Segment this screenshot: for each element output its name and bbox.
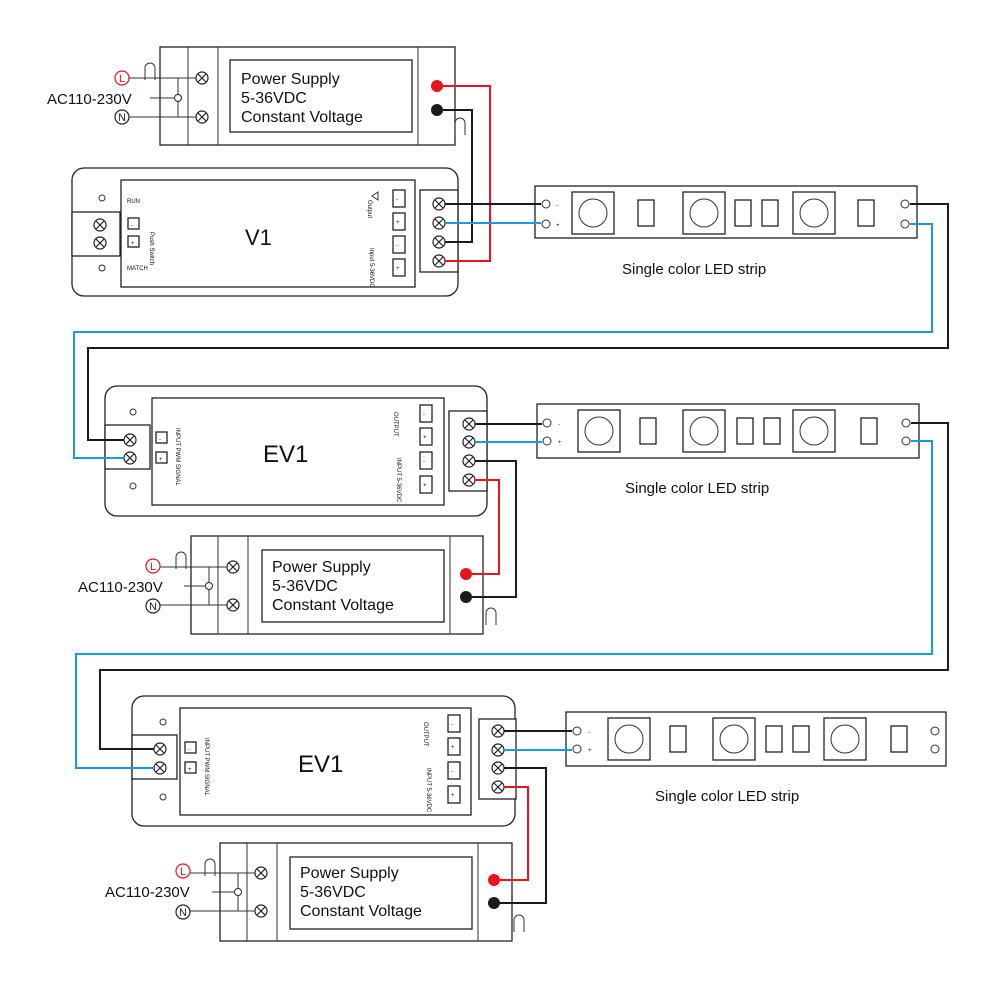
- blue-wire: [75, 440, 933, 769]
- v1-output-minus: -: [396, 197, 398, 203]
- ev1-output-label: OUTPUT: [422, 722, 428, 747]
- ev1-controller-2: - + INPUT PWM SIGNAL EV1 - + - + OUTPUT …: [131, 695, 517, 827]
- ac-input-1: L N AC110-230V: [47, 70, 196, 125]
- black-wire: [472, 460, 517, 598]
- power-supply-type: Constant Voltage: [300, 903, 422, 920]
- live-terminal-icon: [145, 558, 161, 574]
- live-label: L: [180, 866, 186, 878]
- ev1-input-plus: +: [159, 457, 163, 463]
- strip-minus: -: [556, 203, 558, 209]
- v1-input-plus: +: [396, 266, 400, 272]
- neutral-terminal-icon: [145, 598, 161, 614]
- negative-output-dot: [460, 591, 472, 603]
- neutral-label: N: [118, 112, 126, 124]
- ac-input-2: L N AC110-230V: [78, 558, 227, 614]
- led-strip-2: - + Single color LED strip: [536, 403, 920, 497]
- ev1-input-label: INPUT 5-36VDC: [395, 458, 401, 503]
- live-terminal-icon: [175, 863, 191, 879]
- ev1-output-label: OUTPUT: [392, 412, 398, 437]
- black-wire: [443, 109, 473, 243]
- ac-voltage-label: AC110-230V: [47, 91, 132, 108]
- positive-output-dot: [488, 874, 500, 886]
- led-strip-3: - + Single color LED strip: [565, 711, 947, 805]
- red-wire: [472, 479, 500, 575]
- neutral-label: N: [149, 601, 157, 613]
- black-wire: [99, 422, 949, 750]
- ev1-controller-1: - + INPUT PWM SIGNAL EV1 - + - + OUTPUT …: [104, 385, 488, 517]
- neutral-terminal-icon: [175, 904, 191, 920]
- live-label: L: [150, 561, 156, 573]
- negative-output-dot: [488, 897, 500, 909]
- ac-input-3: L N AC110-230V: [105, 863, 255, 920]
- ev1-name: EV1: [298, 751, 343, 778]
- led-strip-1: - + Single color LED strip: [534, 185, 918, 278]
- power-supply-voltage: 5-36VDC: [241, 90, 307, 107]
- run-label: RUN: [127, 199, 140, 205]
- negative-output-dot: [431, 104, 443, 116]
- wiring: [73, 85, 949, 904]
- positive-output-dot: [431, 80, 443, 92]
- blue-wire: [73, 223, 933, 459]
- ev1-out-plus: +: [451, 745, 455, 751]
- ev1-out-minus: -: [451, 722, 453, 728]
- svg-text:+: +: [131, 241, 135, 247]
- strip-minus: -: [588, 730, 590, 736]
- ev1-out-plus: +: [423, 435, 427, 441]
- neutral-label: N: [179, 907, 187, 919]
- led-strip-label: Single color LED strip: [655, 788, 799, 805]
- ev1-out-minus: -: [423, 412, 425, 418]
- ev1-input-plus: +: [188, 767, 192, 773]
- ev1-name: EV1: [263, 441, 308, 468]
- positive-output-dot: [460, 568, 472, 580]
- screw-terminal: [195, 71, 209, 85]
- power-supply-type: Constant Voltage: [241, 109, 363, 126]
- power-supply-title: Power Supply: [241, 71, 340, 88]
- ev1-input-minus: -: [159, 437, 161, 443]
- power-supply-title: Power Supply: [272, 559, 371, 576]
- screw-terminal: [195, 110, 209, 124]
- ev1-in-minus: -: [451, 769, 453, 775]
- ev1-in-minus: -: [423, 459, 425, 465]
- led-strip-label: Single color LED strip: [622, 261, 766, 278]
- power-supply-type: Constant Voltage: [272, 597, 394, 614]
- v1-controller: RUN MATCH - + Push Switch V1 - + - + Out…: [71, 167, 459, 297]
- strip-plus: +: [588, 748, 592, 754]
- ev1-input-label: INPUT 5-36VDC: [425, 768, 431, 813]
- strip-plus: +: [558, 440, 562, 446]
- power-supply-3: Power Supply 5-36VDC Constant Voltage: [204, 842, 525, 942]
- ev1-pwm-label: INPUT PWM SIGNAL: [174, 428, 180, 487]
- ac-voltage-label: AC110-230V: [105, 884, 190, 901]
- ev1-in-plus: +: [423, 483, 427, 489]
- svg-text:-: -: [131, 223, 133, 229]
- ev1-in-plus: +: [451, 793, 455, 799]
- power-supply-title: Power Supply: [300, 865, 399, 882]
- neutral-terminal-icon: [114, 109, 130, 125]
- v1-output-plus: +: [396, 220, 400, 226]
- red-wire: [443, 85, 491, 262]
- power-supply-2: Power Supply 5-36VDC Constant Voltage: [175, 535, 497, 635]
- v1-input-minus: -: [396, 243, 398, 249]
- push-switch-label: Push Switch: [148, 232, 154, 265]
- power-supply-voltage: 5-36VDC: [272, 578, 338, 595]
- black-wire: [87, 203, 949, 441]
- v1-output-label: Output: [366, 200, 372, 218]
- led-strip-label: Single color LED strip: [625, 480, 769, 497]
- red-wire: [500, 786, 529, 881]
- strip-minus: -: [558, 422, 560, 428]
- strip-plus: +: [556, 223, 560, 229]
- live-label: L: [119, 73, 125, 85]
- v1-input-label: Input 5-36VDC: [368, 248, 374, 288]
- v1-name: V1: [245, 225, 272, 250]
- power-supply-1: Power Supply 5-36VDC Constant Voltage: [144, 46, 466, 146]
- power-supply-voltage: 5-36VDC: [300, 884, 366, 901]
- live-terminal-icon: [114, 70, 130, 86]
- ev1-pwm-label: INPUT PWM SIGNAL: [203, 738, 209, 797]
- ev1-input-minus: -: [188, 747, 190, 753]
- ac-voltage-label: AC110-230V: [78, 579, 163, 596]
- match-label: MATCH: [127, 266, 148, 272]
- black-wire: [500, 767, 547, 904]
